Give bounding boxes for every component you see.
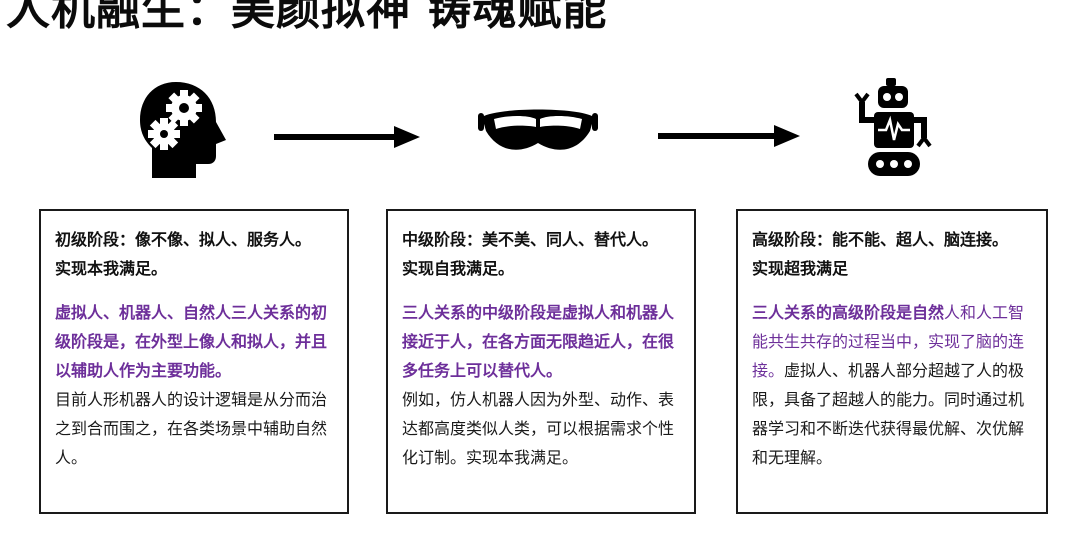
card-heading-line2: 实现本我满足。 [55,259,168,278]
card-heading-line2: 实现超我满足 [752,259,849,278]
arrow-right-icon [274,126,420,148]
stage-card-primary: 初级阶段：像不像、拟人、服务人。 实现本我满足。 虚拟人、机器人、自然人三人关系… [39,209,349,514]
card-body: 虚拟人、机器人部分超越了人的极限，具备了超越人的能力。同时通过机器学习和不断迭代… [752,361,1025,467]
vr-headset-icon [478,109,598,150]
card-body: 例如，仿人机器人因为外型、动作、表达都高度类似人类，可以根据需求个性化订制。实现… [402,390,675,467]
card-heading-line1: 中级阶段：美不美、同人、替代人。 [402,230,659,249]
stage-card-intermediate: 中级阶段：美不美、同人、替代人。 实现自我满足。 三人关系的中级阶段是虚拟人和机… [386,209,696,514]
card-heading-line1: 初级阶段：像不像、拟人、服务人。 [55,230,312,249]
card-heading-line2: 实现自我满足。 [402,259,515,278]
card-body: 目前人形机器人的设计逻辑是从分而治之到合而围之，在各类场景中辅助自然人。 [55,390,328,467]
card-highlight: 三人关系的中级阶段是虚拟人和机器人接近于人，在各方面无限趋近人，在很多任务上可以… [402,303,675,380]
card-heading-line1: 高级阶段：能不能、超人、脑连接。 [752,230,1009,249]
card-highlight: 三人关系的高级阶段是自然 [752,303,945,322]
page-title: 人机融生：美颜拟神 铸魂赋能 [6,0,608,35]
card-highlight-rest: 人和人工智能共生共存的过程当中，实现了脑的连接。 [752,303,1025,380]
card-highlight-paragraph: 三人关系的高级阶段是自然人和人工智能共生共存的过程当中，实现了脑的连接。虚拟人、… [752,298,1034,472]
arrow-right-icon [658,125,800,147]
card-highlight: 虚拟人、机器人、自然人三人关系的初级阶段是，在外型上像人和拟人，并且以辅助人作为… [55,303,328,380]
head-gears-icon [140,82,226,178]
stage-card-advanced: 高级阶段：能不能、超人、脑连接。 实现超我满足 三人关系的高级阶段是自然人和人工… [736,209,1048,514]
robot-icon [854,78,932,176]
